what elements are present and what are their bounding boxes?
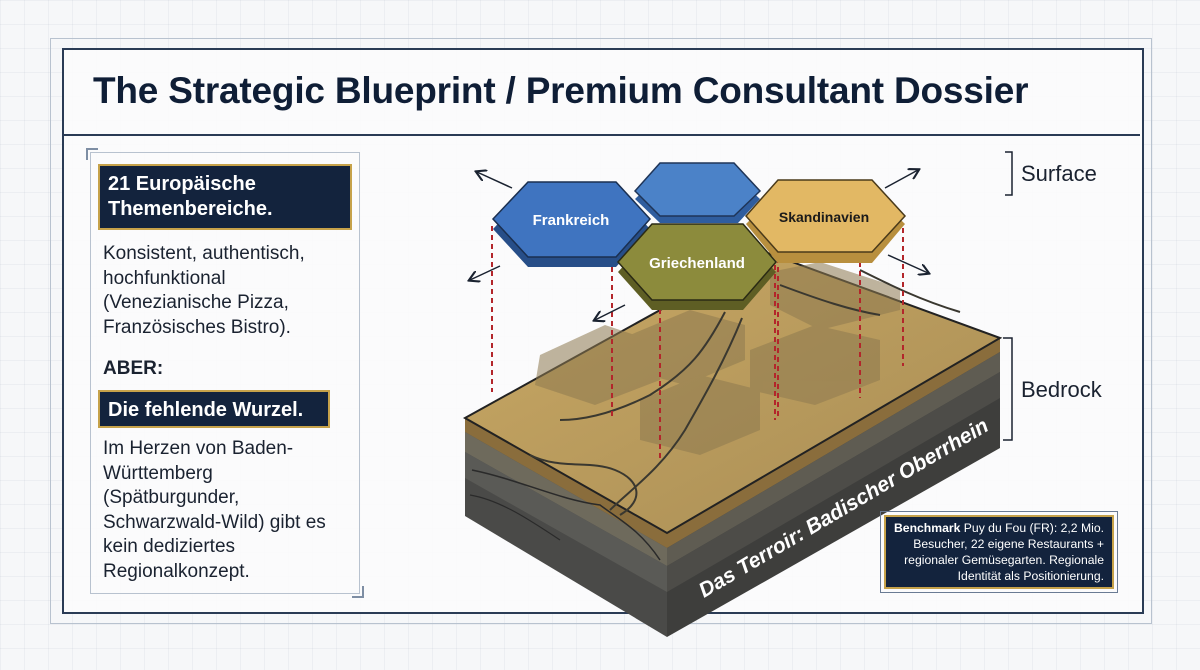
bedrock-bracket: [1003, 337, 1013, 441]
title-band: [62, 48, 1140, 136]
hex-label-frankreich: Frankreich: [533, 212, 610, 229]
missing-root-description: Im Herzen von Baden-Württemberg (Spätbur…: [103, 438, 326, 582]
benchmark-label: Benchmark: [894, 521, 964, 535]
outer-frame: [50, 38, 1152, 624]
projection-lines: [491, 226, 904, 462]
benchmark-box: Benchmark Puy du Fou (FR): 2,2 Mio. Besu…: [880, 511, 1118, 593]
hex-label-griechenland: Griechenland: [649, 255, 745, 272]
themes-description: Konsistent, authentisch, hochfunktional …: [103, 243, 305, 338]
benchmark-text: Puy du Fou (FR): 2,2 Mio. Besucher, 22 e…: [904, 521, 1104, 583]
bedrock-left-face: [465, 418, 667, 637]
left-panel: [86, 148, 364, 598]
river-lines: [529, 269, 961, 516]
hex-griechenland: Griechenland: [616, 223, 777, 310]
hex-frankreich: Frankreich: [491, 181, 652, 267]
hex-shadows: [535, 262, 900, 455]
heading-themes: 21 Europäische Themenbereiche.: [98, 164, 352, 230]
hex-label-skandinavien: Skandinavien: [779, 209, 869, 225]
surface-bracket: [1005, 151, 1013, 196]
bedrock-right-face: [667, 338, 1000, 637]
page-title: The Strategic Blueprint / Premium Consul…: [93, 70, 1029, 111]
bedrock-label: Bedrock: [1021, 377, 1103, 402]
expansion-arrows: [470, 170, 928, 320]
surface-label: Surface: [1021, 161, 1097, 186]
hex-skandinavien: Skandinavien: [744, 179, 907, 263]
hex-blank: [633, 162, 762, 223]
aber-label: ABER:: [103, 358, 164, 379]
heading-missing-root: Die fehlende Wurzel.: [98, 390, 330, 428]
